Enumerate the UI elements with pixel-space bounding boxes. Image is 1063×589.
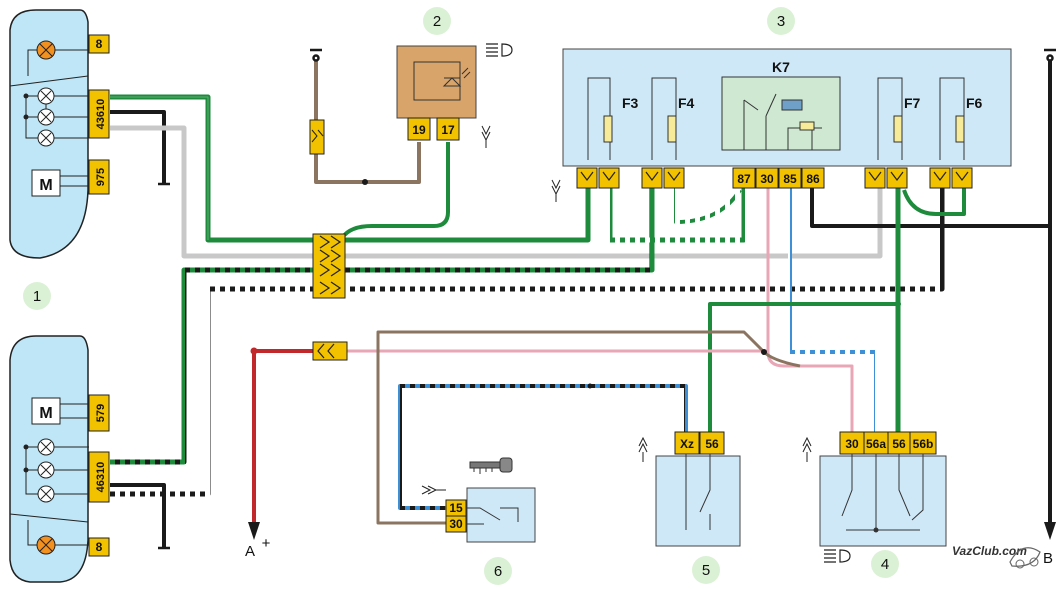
terminal-a: A + <box>245 522 271 560</box>
svg-text:Xz: Xz <box>680 437 694 451</box>
svg-text:579: 579 <box>95 404 107 422</box>
wire-brown-30 <box>376 330 801 525</box>
svg-text:30: 30 <box>449 517 463 531</box>
wire-blue-black-15 <box>398 384 688 510</box>
wire-gray-black-bottom <box>110 186 945 497</box>
svg-text:30: 30 <box>845 437 859 451</box>
svg-text:VazClub.com: VazClub.com <box>952 544 1027 558</box>
motor-icon <box>31 169 61 197</box>
svg-text:F7: F7 <box>904 95 921 111</box>
bulb-icon <box>37 438 55 503</box>
svg-text:43610: 43610 <box>95 99 107 130</box>
wire-green-white-87b <box>674 186 742 224</box>
svg-text:5: 5 <box>702 562 710 579</box>
connector-symbol-icon <box>802 436 812 462</box>
wire-green-black-bottom <box>110 186 655 465</box>
headlight-top: 8 43610 975 M <box>9 9 110 259</box>
svg-text:975: 975 <box>95 168 107 186</box>
headlight-beam-icon <box>486 43 513 57</box>
key-icon <box>469 457 513 474</box>
wire-green-f6 <box>902 186 966 216</box>
svg-text:4: 4 <box>881 556 889 573</box>
svg-text:86: 86 <box>806 172 820 186</box>
motor-icon <box>31 397 61 425</box>
parking-lamp-icon <box>36 40 56 60</box>
headlight-bottom: 579 46310 8 M <box>9 335 110 583</box>
svg-text:56a: 56a <box>866 437 886 451</box>
unit-5-relay: Xz 56 <box>655 431 741 547</box>
wire-pink-30 <box>766 186 854 440</box>
ground-symbols <box>158 48 1056 550</box>
unit-6-ignition-switch: 15 30 <box>445 487 536 543</box>
parking-lamp-icon <box>36 535 56 555</box>
wire-blue-white-85 <box>788 186 878 440</box>
unit-2-switch: 19 17 <box>396 45 477 141</box>
svg-text:B: B <box>1043 550 1053 567</box>
wire-black-ground-top <box>110 110 166 184</box>
svg-text:8: 8 <box>96 540 103 554</box>
svg-text:M: M <box>39 177 52 194</box>
watermark: VazClub.com <box>952 544 1041 569</box>
svg-text:56: 56 <box>892 437 906 451</box>
svg-text:17: 17 <box>441 123 455 137</box>
wire-gray-top <box>110 125 883 259</box>
svg-text:85: 85 <box>783 172 797 186</box>
svg-text:8: 8 <box>96 37 103 51</box>
svg-text:F4: F4 <box>678 95 695 111</box>
headlight-beam-icon <box>824 549 851 563</box>
svg-text:30: 30 <box>760 172 774 186</box>
connector-block <box>312 233 346 299</box>
connector-symbol-icon <box>421 485 446 495</box>
svg-text:87: 87 <box>737 172 751 186</box>
svg-text:K7: K7 <box>772 59 790 75</box>
unit-4-light-switch: 30 56a 56 56b <box>819 431 947 547</box>
connector-symbol-icon <box>481 125 491 148</box>
junction-dots <box>250 179 901 389</box>
wire-black-86 <box>810 58 1052 228</box>
svg-text:3: 3 <box>777 13 785 30</box>
wire-green-white-87 <box>607 186 747 243</box>
wire-green-56 <box>708 302 898 440</box>
svg-text:F6: F6 <box>966 95 983 111</box>
svg-text:15: 15 <box>449 501 463 515</box>
svg-text:M: M <box>39 405 52 422</box>
svg-text:A: A <box>245 543 255 560</box>
terminal-b: B <box>1043 522 1056 567</box>
connector-symbol-icon <box>551 179 561 202</box>
unit-3-fuse-relay-box: F3 F4 F7 F6 K7 87 30 85 86 <box>562 48 1012 189</box>
svg-text:56b: 56b <box>913 437 934 451</box>
wire-green-unit2 <box>340 142 450 240</box>
wire-red-a <box>252 349 316 522</box>
svg-text:2: 2 <box>433 13 441 30</box>
svg-text:1: 1 <box>33 288 41 305</box>
svg-text:+: + <box>262 535 271 552</box>
connector-small <box>309 119 325 155</box>
wire-green-top-headlamp <box>110 94 591 243</box>
wire-black-ground-bottom <box>110 483 166 548</box>
bulb-icon <box>37 87 55 147</box>
svg-text:19: 19 <box>412 123 426 137</box>
connector-pink <box>312 341 348 361</box>
svg-text:56: 56 <box>705 437 719 451</box>
connector-symbol-icon <box>638 436 648 462</box>
svg-text:6: 6 <box>494 563 502 580</box>
svg-text:F3: F3 <box>622 95 639 111</box>
svg-text:46310: 46310 <box>95 462 107 493</box>
